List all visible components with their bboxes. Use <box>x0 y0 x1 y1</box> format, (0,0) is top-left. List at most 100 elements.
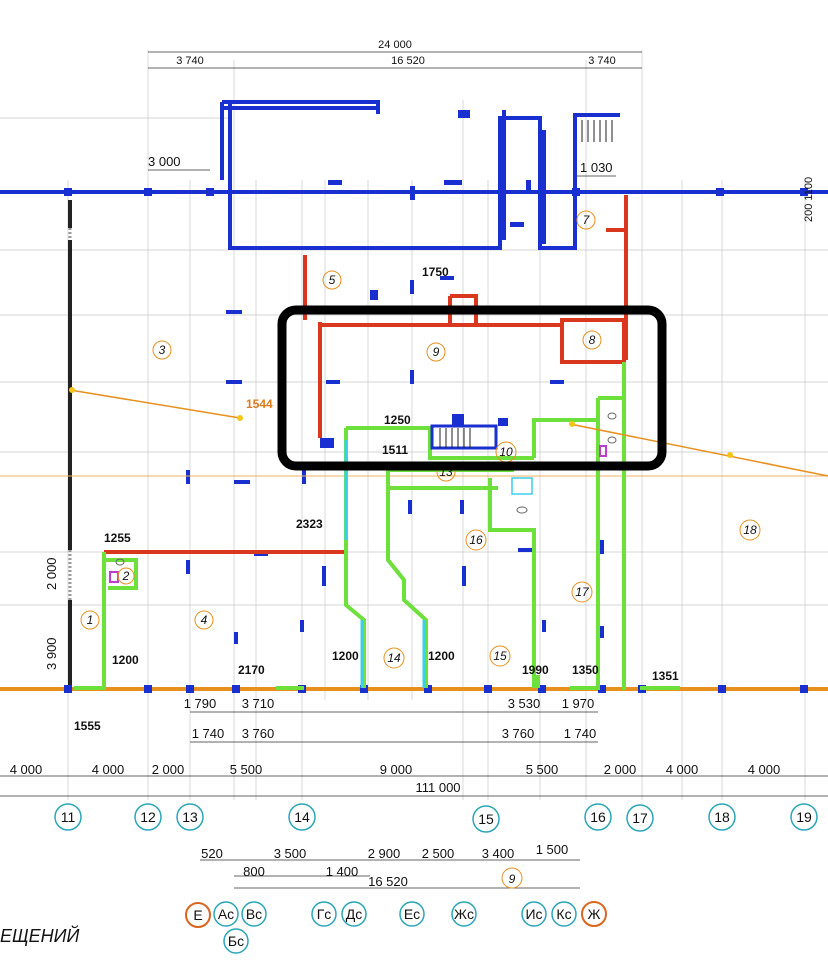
axis-Gs: Гс <box>311 901 337 927</box>
bdim-row3-4: 9 000 <box>380 762 413 777</box>
drawing-title: ЕЩЕНИЙ <box>0 925 79 946</box>
room-1: 1 <box>80 610 100 630</box>
axis-Bs: Бс <box>223 928 249 954</box>
svg-text:Гс: Гс <box>317 906 332 922</box>
svg-text:Ас: Ас <box>218 906 234 922</box>
bdim-row1-3: 1 970 <box>562 696 595 711</box>
sdim-total: 16 520 <box>368 874 408 889</box>
top-dimensions: 24 000 3 740 16 520 3 740 <box>148 39 642 69</box>
anchor-dots <box>69 387 733 458</box>
svg-text:9: 9 <box>433 345 440 359</box>
svg-text:17: 17 <box>632 810 648 826</box>
svg-text:Жс: Жс <box>454 906 474 922</box>
dim-2170: 2170 <box>238 663 265 677</box>
svg-text:1: 1 <box>87 613 94 627</box>
svg-text:8: 8 <box>589 333 596 347</box>
sdim-row1-2: 2 900 <box>368 846 401 861</box>
bdim-row2-1: 3 760 <box>242 726 275 741</box>
axis-Ds: Дс <box>341 901 367 927</box>
bdim-row2-2: 3 760 <box>502 726 535 741</box>
axis-19: 19 <box>790 803 818 831</box>
bdim-row1-0: 1 790 <box>184 696 217 711</box>
svg-text:11: 11 <box>61 809 76 825</box>
svg-text:Вс: Вс <box>246 906 262 922</box>
dim-1750: 1750 <box>422 265 449 279</box>
bdim-row3-7: 4 000 <box>666 762 699 777</box>
svg-text:5: 5 <box>329 273 336 287</box>
sheet-number: 9 <box>509 872 516 886</box>
bdim-row3-5: 5 500 <box>526 762 559 777</box>
svg-text:Бс: Бс <box>228 933 244 949</box>
dim-overall: 24 000 <box>378 39 412 51</box>
dim-1511: 1511 <box>382 443 408 457</box>
svg-text:16: 16 <box>469 533 483 547</box>
svg-text:Е: Е <box>193 907 202 923</box>
svg-text:14: 14 <box>387 651 401 665</box>
bdim-row3-8: 4 000 <box>748 762 781 777</box>
room-9: 9 <box>426 342 446 362</box>
svg-text:4: 4 <box>201 613 208 627</box>
axis-18: 18 <box>708 803 736 831</box>
sdim-row1-1: 3 500 <box>274 846 307 861</box>
svg-text:Кс: Кс <box>556 906 571 922</box>
dim-1200-mid: 1200 <box>332 649 359 663</box>
dim-2323: 2323 <box>296 517 323 531</box>
axis-As: Ас <box>213 901 239 927</box>
axis-Ks: Кс <box>551 901 577 927</box>
svg-text:16: 16 <box>590 809 606 825</box>
svg-text:15: 15 <box>478 811 494 827</box>
sub-dimensions: 520 3 500 2 900 2 500 3 400 1 500 800 1 … <box>200 842 580 889</box>
dim-1990: 1990 <box>522 663 549 677</box>
dim-1255: 1255 <box>104 531 131 545</box>
bdim-row3-6: 2 000 <box>604 762 637 777</box>
svg-text:3: 3 <box>159 343 166 357</box>
svg-text:Ж: Ж <box>588 906 601 922</box>
bdim-row3-1: 4 000 <box>92 762 125 777</box>
dim-1544: 1544 <box>246 397 273 411</box>
room-16: 16 <box>465 529 487 551</box>
room-17: 17 <box>571 581 593 603</box>
dim-1555: 1555 <box>74 719 101 733</box>
stair-inner <box>430 424 498 450</box>
room-18: 18 <box>739 519 761 541</box>
dim-1351: 1351 <box>652 669 679 683</box>
svg-text:14: 14 <box>294 809 310 825</box>
highlight-box <box>277 305 667 471</box>
letter-axes: Е Ас Вс Гс Дс Ес Жс Ис Кс Ж Бс <box>185 901 607 954</box>
svg-text:19: 19 <box>796 809 812 825</box>
svg-text:Дс: Дс <box>346 906 362 922</box>
facade-line <box>0 475 828 691</box>
bdim-total: 111 000 <box>415 780 460 795</box>
bdim-row1-1: 3 710 <box>242 696 275 711</box>
dim-1200-left: 1200 <box>112 653 139 667</box>
dim-1030: 1 030 <box>580 160 613 175</box>
numeric-axes: 11 12 13 14 15 16 17 18 19 <box>54 803 818 833</box>
svg-text:2: 2 <box>122 569 130 583</box>
dim-3900-vertical: 3 900 <box>44 637 59 670</box>
plan-annotations: 3 000 1 030 200 1100 1750 1544 1250 1511… <box>44 154 815 733</box>
svg-text:12: 12 <box>140 809 156 825</box>
svg-text:Ис: Ис <box>525 906 542 922</box>
axis-Vs: Вс <box>241 901 267 927</box>
room-3: 3 <box>152 340 172 360</box>
axis-Zh: Ж <box>581 901 607 927</box>
sdim-row1-5: 1 500 <box>536 842 569 857</box>
svg-text:7: 7 <box>583 213 591 227</box>
svg-text:18: 18 <box>714 809 730 825</box>
bdim-row2-0: 1 740 <box>192 726 225 741</box>
dim-1350: 1350 <box>572 663 599 677</box>
axis-13: 13 <box>176 803 204 831</box>
bdim-row3-0: 4 000 <box>10 762 43 777</box>
green-partitions <box>74 362 680 690</box>
sdim-row1-0: 520 <box>201 846 223 861</box>
dim-1250: 1250 <box>384 413 411 427</box>
axis-16: 16 <box>584 803 612 831</box>
axis-Es: Ес <box>399 901 425 927</box>
dim-2001100: 200 1100 <box>803 177 815 222</box>
orange-lines <box>69 389 828 477</box>
bdim-row2-3: 1 740 <box>564 726 597 741</box>
axis-E: Е <box>185 902 211 928</box>
room-2: 2 <box>117 567 135 585</box>
stair-top <box>581 120 613 142</box>
